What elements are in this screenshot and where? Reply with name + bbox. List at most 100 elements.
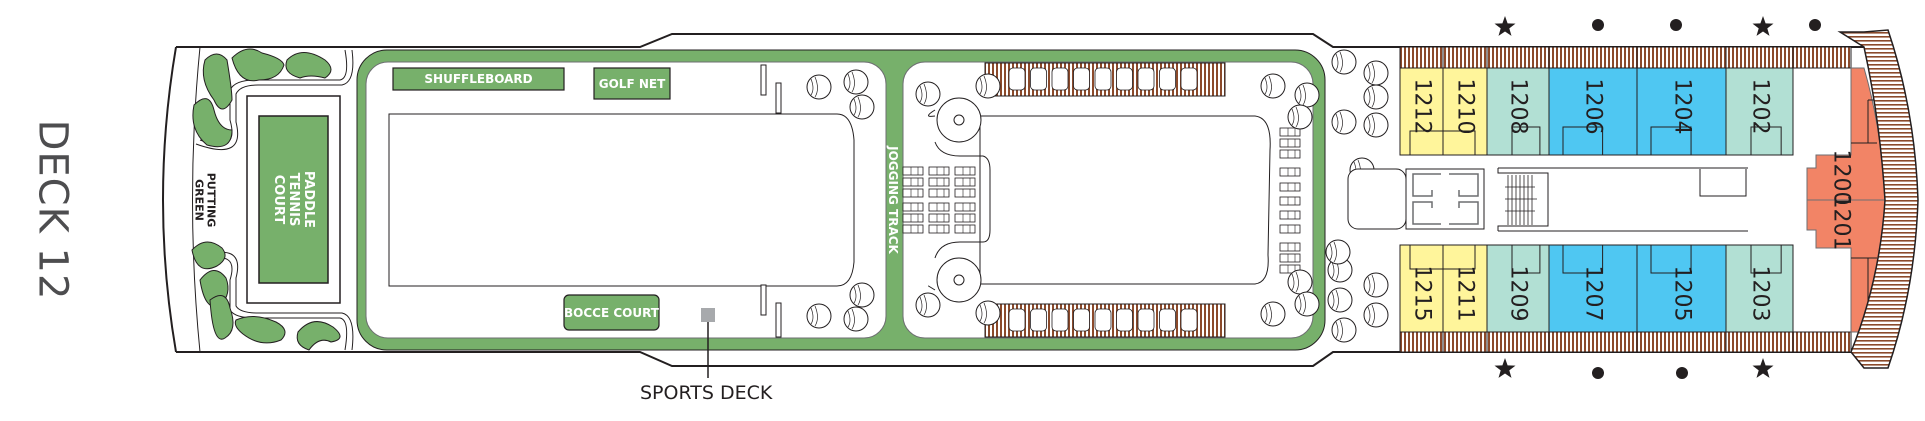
deck-title: DECK 12 [22,95,82,325]
paddle-tennis-text: PADDLE TENNIS COURT [271,170,316,229]
sports-deck-area [388,113,855,287]
planters [806,49,1389,343]
cabin-number: 1211 [1452,265,1478,322]
cabin-label[interactable]: 1215 [1400,245,1443,332]
balconies-bottom [1399,331,1852,353]
cabin-number: 1210 [1452,78,1478,135]
central-lobby [1347,168,1407,230]
tree-icon [849,94,875,120]
balconies-top [1399,46,1852,69]
cabin-number: 1205 [1669,265,1694,322]
tree-icon [1287,269,1313,295]
spiral-stair-bottom [936,257,982,303]
dot-icon [1676,367,1688,379]
tree-icon [1363,60,1389,86]
cabin-1215[interactable] [1399,244,1444,333]
cabin-label[interactable]: 1203 [1726,245,1793,332]
star-icon [1494,16,1516,36]
cabin-1207[interactable] [1548,244,1638,333]
paddle-tennis-court[interactable] [258,115,329,284]
cabin-number: 1202 [1747,78,1772,135]
lounger-group [902,127,1301,274]
dot-icon [1592,19,1604,31]
cabin-1208[interactable] [1486,67,1550,156]
tree-icon [849,282,875,308]
cabin-label[interactable]: 1206 [1549,68,1637,155]
cabin-label[interactable]: 1201 [1816,195,1866,251]
tree-icon [1325,239,1351,265]
jogging-track-text: JOGGING TRACK [886,146,900,254]
tree-icon [1294,291,1320,317]
cabin-label[interactable]: 1212 [1400,68,1443,155]
cabin-number: 1207 [1580,265,1606,322]
cabin-number: 1208 [1505,78,1531,135]
cabin-label[interactable]: 1207 [1549,245,1637,332]
spiral-stair-top [936,97,982,143]
cabin-number: 1206 [1580,78,1606,135]
golf-net-label[interactable]: GOLF NET [598,76,666,91]
tree-icon [806,74,832,100]
cabin-label[interactable]: 1202 [1726,68,1793,155]
star-icon [1752,16,1774,36]
cabin-number: 1215 [1409,265,1434,322]
tree-icon [843,69,869,95]
cabin-1212[interactable] [1399,67,1444,156]
dot-icon [1592,367,1604,379]
bocce-court[interactable] [563,294,660,331]
tree-icon [1363,302,1389,328]
cabin-label[interactable]: 1211 [1443,245,1487,332]
cabin-1209[interactable] [1486,244,1550,333]
cabin-label[interactable]: 1204 [1637,68,1726,155]
bocce-court-label[interactable]: BOCCE COURT [564,305,659,320]
tree-icon [1331,317,1357,343]
tree-icon [806,303,832,329]
tree-icon [1363,84,1389,110]
cabin-label[interactable]: 1210 [1443,68,1487,155]
star-icon [1494,358,1516,378]
elevator-bank[interactable] [1405,168,1485,230]
sports-deck-label: SPORTS DECK [640,382,773,404]
tree-icon [1260,73,1286,99]
cabin-number: 1209 [1505,265,1531,322]
tree-icon [1363,112,1389,138]
tree-icon [843,306,869,332]
legend-markers [1494,16,1821,379]
tree-icon [975,300,1001,326]
cabin-number: 1201 [1828,194,1854,251]
dot-icon [1670,19,1682,31]
tree-icon [1363,272,1389,298]
cabin-label[interactable]: 1209 [1487,245,1549,332]
cabin-number: 1204 [1669,78,1694,135]
golf-net[interactable] [593,67,671,100]
putting-green-label[interactable]: PUTTING GREEN [186,150,222,250]
cabin-number: 1212 [1409,78,1434,135]
cabin-1203[interactable] [1725,244,1794,333]
putting-green-text: PUTTING GREEN [192,172,217,228]
tree-icon [1331,49,1357,75]
tree-icon [1287,104,1313,130]
cabin-label[interactable]: 1205 [1637,245,1726,332]
shuffleboard[interactable] [392,67,565,91]
tree-icon [915,81,941,107]
jogging-track-label: JOGGING TRACK [880,130,906,270]
pool [979,115,1271,285]
shuffleboard-label[interactable]: SHUFFLEBOARD [424,72,533,86]
sports-deck-marker [701,308,715,322]
cabin-label[interactable]: 1200 [1816,150,1866,206]
tree-icon [915,292,941,318]
forward-deck [1837,29,1919,369]
paddle-tennis-label: PADDLE TENNIS COURT [259,116,328,283]
stairwell[interactable] [1497,167,1748,232]
tree-icon [1331,109,1357,135]
cabin-1205[interactable] [1636,244,1727,333]
tree-icon [975,73,1001,99]
putting-green[interactable] [191,48,354,351]
tree-icon [1294,82,1320,108]
deck-title-text: DECK 12 [29,119,76,301]
cabin-1202[interactable] [1725,67,1794,156]
cabin-label[interactable]: 1208 [1487,68,1549,155]
dot-icon [1809,19,1821,31]
tree-icon [1260,301,1286,327]
cabin-number: 1203 [1747,265,1772,322]
